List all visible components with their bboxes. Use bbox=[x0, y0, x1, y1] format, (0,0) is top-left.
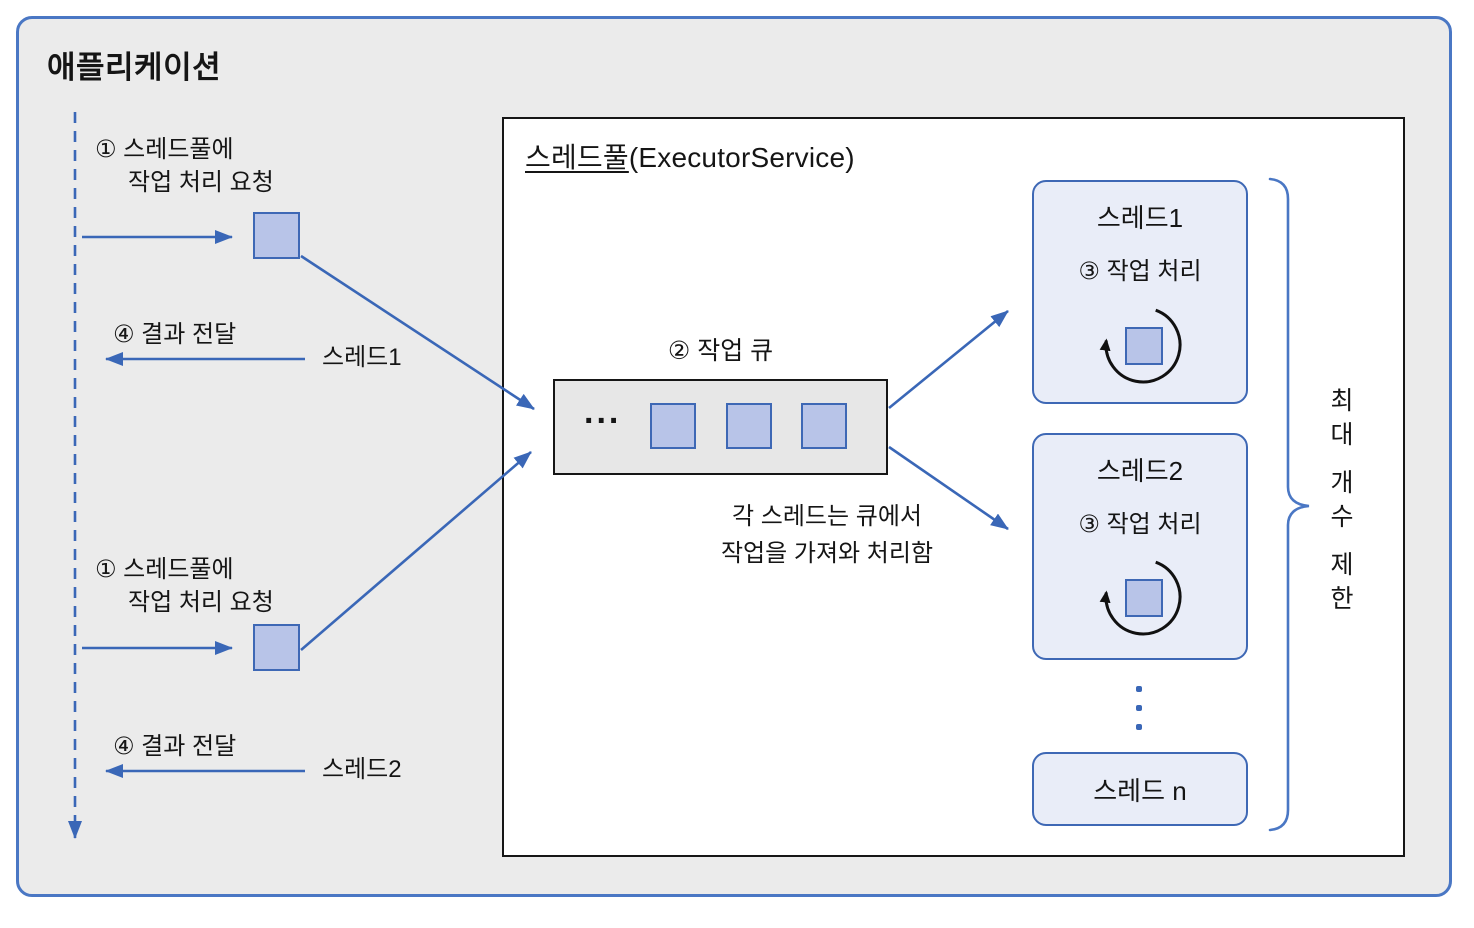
result1-source-label: 스레드1 bbox=[322, 344, 402, 371]
task-square-request2 bbox=[253, 624, 300, 671]
thread2-subtitle: ③ 작업 처리 bbox=[1078, 511, 1202, 538]
thread2-title: 스레드2 bbox=[1096, 456, 1184, 486]
request2-label: ① 스레드풀에 작업 처리 요청 bbox=[95, 553, 274, 619]
more-threads-ellipsis bbox=[1136, 686, 1142, 743]
thread2-task-square bbox=[1125, 579, 1163, 617]
queue-note: 각 스레드는 큐에서 작업을 가져와 처리함 bbox=[651, 498, 1003, 572]
max-count-limit-label: 최대 개수 제한 bbox=[1328, 384, 1356, 616]
request2-line2: 작업 처리 요청 bbox=[128, 589, 274, 616]
result2-label: ④ 결과 전달 bbox=[113, 733, 237, 760]
ellipsis-dot bbox=[1136, 724, 1142, 730]
request1-line2: 작업 처리 요청 bbox=[128, 169, 274, 196]
application-title: 애플리케이션 bbox=[47, 50, 222, 85]
thread2-box: 스레드2 ③ 작업 처리 bbox=[1032, 433, 1248, 660]
limit-word-2: 개수 bbox=[1330, 469, 1354, 531]
result1-label: ④ 결과 전달 bbox=[113, 321, 237, 348]
thread1-task-square bbox=[1125, 327, 1163, 365]
thread-n-box: 스레드 n bbox=[1032, 752, 1248, 826]
queue-ellipsis: ... bbox=[584, 393, 622, 431]
ellipsis-dot bbox=[1136, 686, 1142, 692]
queued-task-square-1 bbox=[650, 403, 696, 449]
limit-word-1: 최대 bbox=[1330, 387, 1354, 449]
ellipsis-dot bbox=[1136, 705, 1142, 711]
queue-note-line1: 각 스레드는 큐에서 bbox=[732, 503, 922, 530]
request1-line1: ① 스레드풀에 bbox=[95, 136, 234, 163]
queue-note-line2: 작업을 가져와 처리함 bbox=[720, 540, 934, 567]
threadpool-box bbox=[502, 117, 1405, 857]
request1-label: ① 스레드풀에 작업 처리 요청 bbox=[95, 133, 274, 199]
threadpool-title: 스레드풀(ExecutorService) bbox=[525, 136, 855, 176]
result2-source-label: 스레드2 bbox=[322, 756, 402, 783]
task-square-request1 bbox=[253, 212, 300, 259]
thread1-title: 스레드1 bbox=[1096, 203, 1184, 233]
thread-n-title: 스레드 n bbox=[1093, 775, 1187, 806]
thread1-box: 스레드1 ③ 작업 처리 bbox=[1032, 180, 1248, 404]
work-queue-label: ② 작업 큐 bbox=[667, 337, 774, 365]
queued-task-square-3 bbox=[801, 403, 847, 449]
threadpool-title-korean: 스레드풀 bbox=[525, 142, 629, 173]
request2-line1: ① 스레드풀에 bbox=[95, 556, 234, 583]
threadpool-title-english: (ExecutorService) bbox=[628, 142, 855, 173]
queued-task-square-2 bbox=[726, 403, 772, 449]
limit-word-3: 제한 bbox=[1330, 551, 1354, 613]
thread1-subtitle: ③ 작업 처리 bbox=[1078, 258, 1202, 285]
